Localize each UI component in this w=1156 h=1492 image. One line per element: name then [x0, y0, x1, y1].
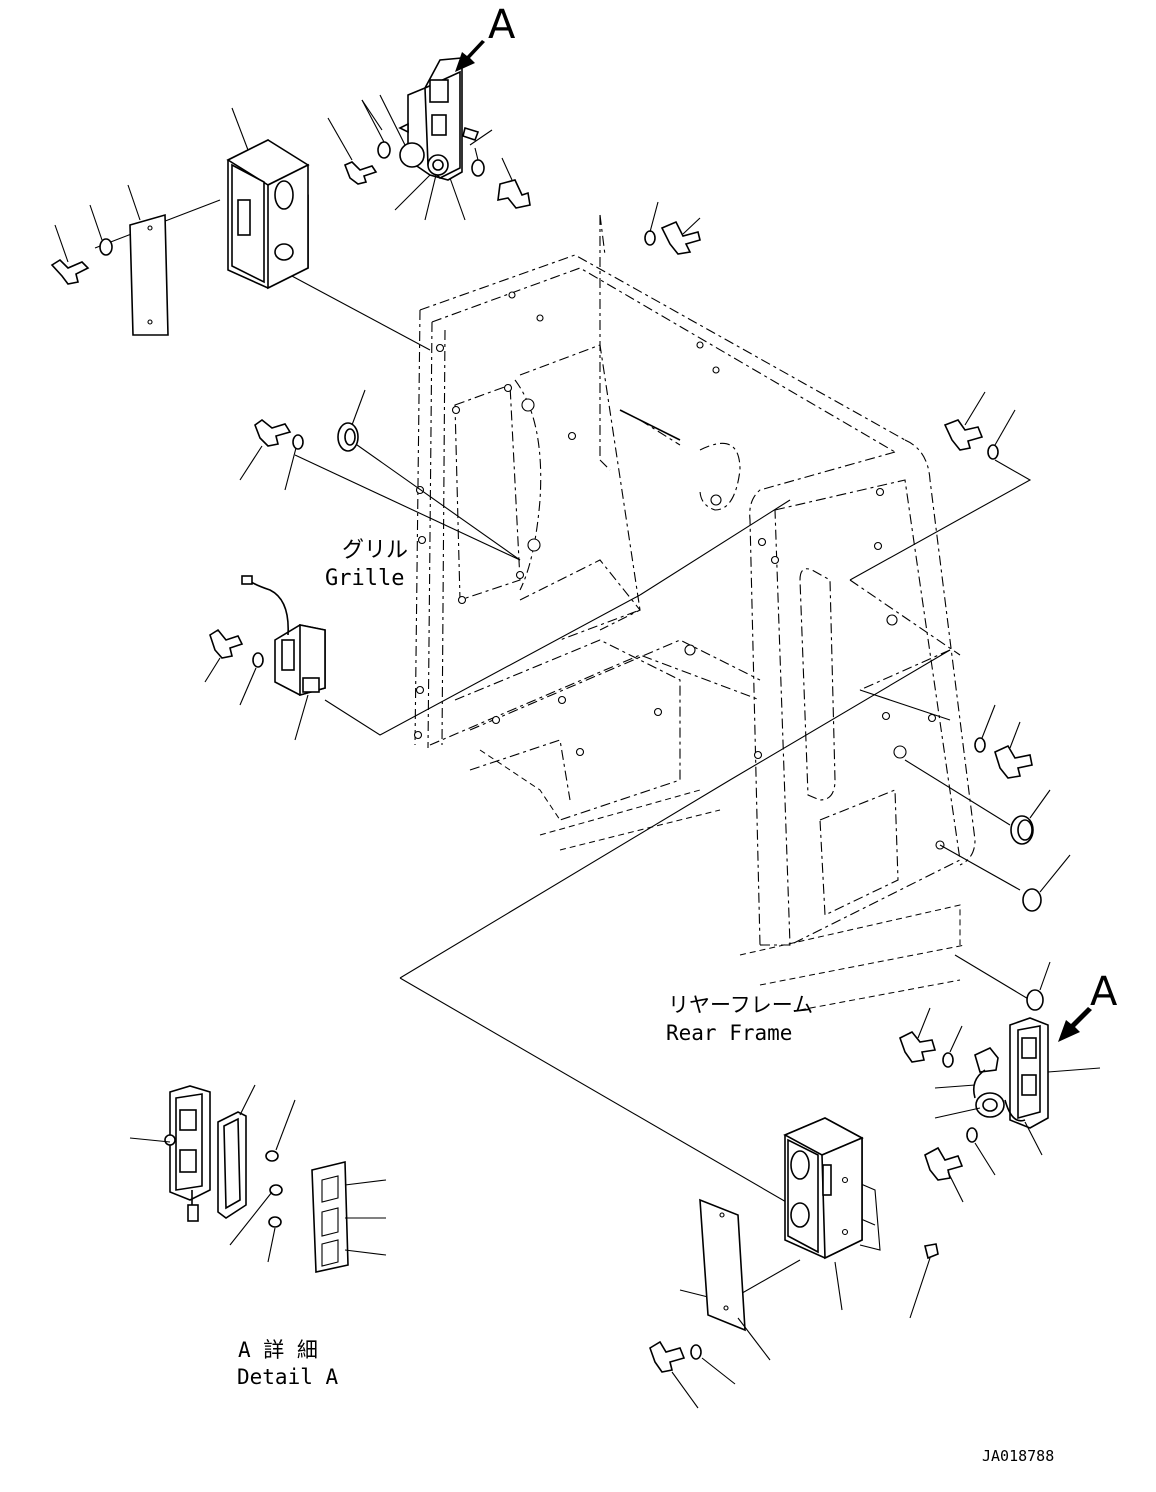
detail-a-bulbs — [229, 1099, 296, 1263]
lamp-box-bottom-right — [783, 1117, 864, 1311]
cover-plate-bottom-right — [699, 1198, 771, 1361]
lamp-box-top-left — [226, 107, 310, 290]
detail-a-housing — [129, 1085, 211, 1222]
grille-label-en: Grille — [325, 566, 404, 591]
rear-frame-label-jp: リヤーフレーム — [668, 993, 813, 1017]
screw-small-bottom-right — [909, 1243, 939, 1319]
detail-a-gasket — [217, 1084, 256, 1219]
grille-label-jp: グリル — [342, 538, 408, 563]
screw-grille — [239, 418, 304, 491]
screw-right-upper — [943, 391, 1016, 460]
switch-with-cable — [241, 575, 326, 741]
detail-label-jp: A 詳 細 — [238, 1338, 318, 1362]
screw-bottom-center — [649, 1340, 736, 1409]
view-marker-top: A — [488, 2, 516, 48]
rear-frame — [413, 214, 976, 1011]
screw-right-lamp-lower — [924, 1127, 996, 1203]
cap-right-2 — [1022, 854, 1071, 912]
view-marker-right: A — [1090, 969, 1118, 1015]
cover-plate-top-left — [127, 184, 169, 336]
screw-top-right — [471, 147, 531, 209]
detail-label-en: Detail A — [237, 1365, 339, 1389]
screw-right-middle — [974, 704, 1033, 779]
rear-frame-label-en: Rear Frame — [666, 1021, 792, 1045]
seal-ring — [337, 389, 366, 452]
lamp-assembly-top: A — [361, 2, 516, 221]
screw-top-left — [327, 99, 391, 185]
assembly-lines — [94, 199, 1032, 1301]
screw-switch — [204, 628, 264, 706]
detail-a-lens — [311, 1160, 387, 1273]
screw-top-center — [644, 201, 701, 255]
cap-right-1 — [1010, 789, 1051, 845]
cap-right-3 — [1026, 961, 1051, 1011]
lamp-assembly-right: A — [934, 969, 1118, 1156]
drawing-id: JA018788 — [982, 1447, 1054, 1465]
screw-far-left — [50, 204, 113, 285]
screw-right-lamp-upper — [899, 1007, 963, 1068]
